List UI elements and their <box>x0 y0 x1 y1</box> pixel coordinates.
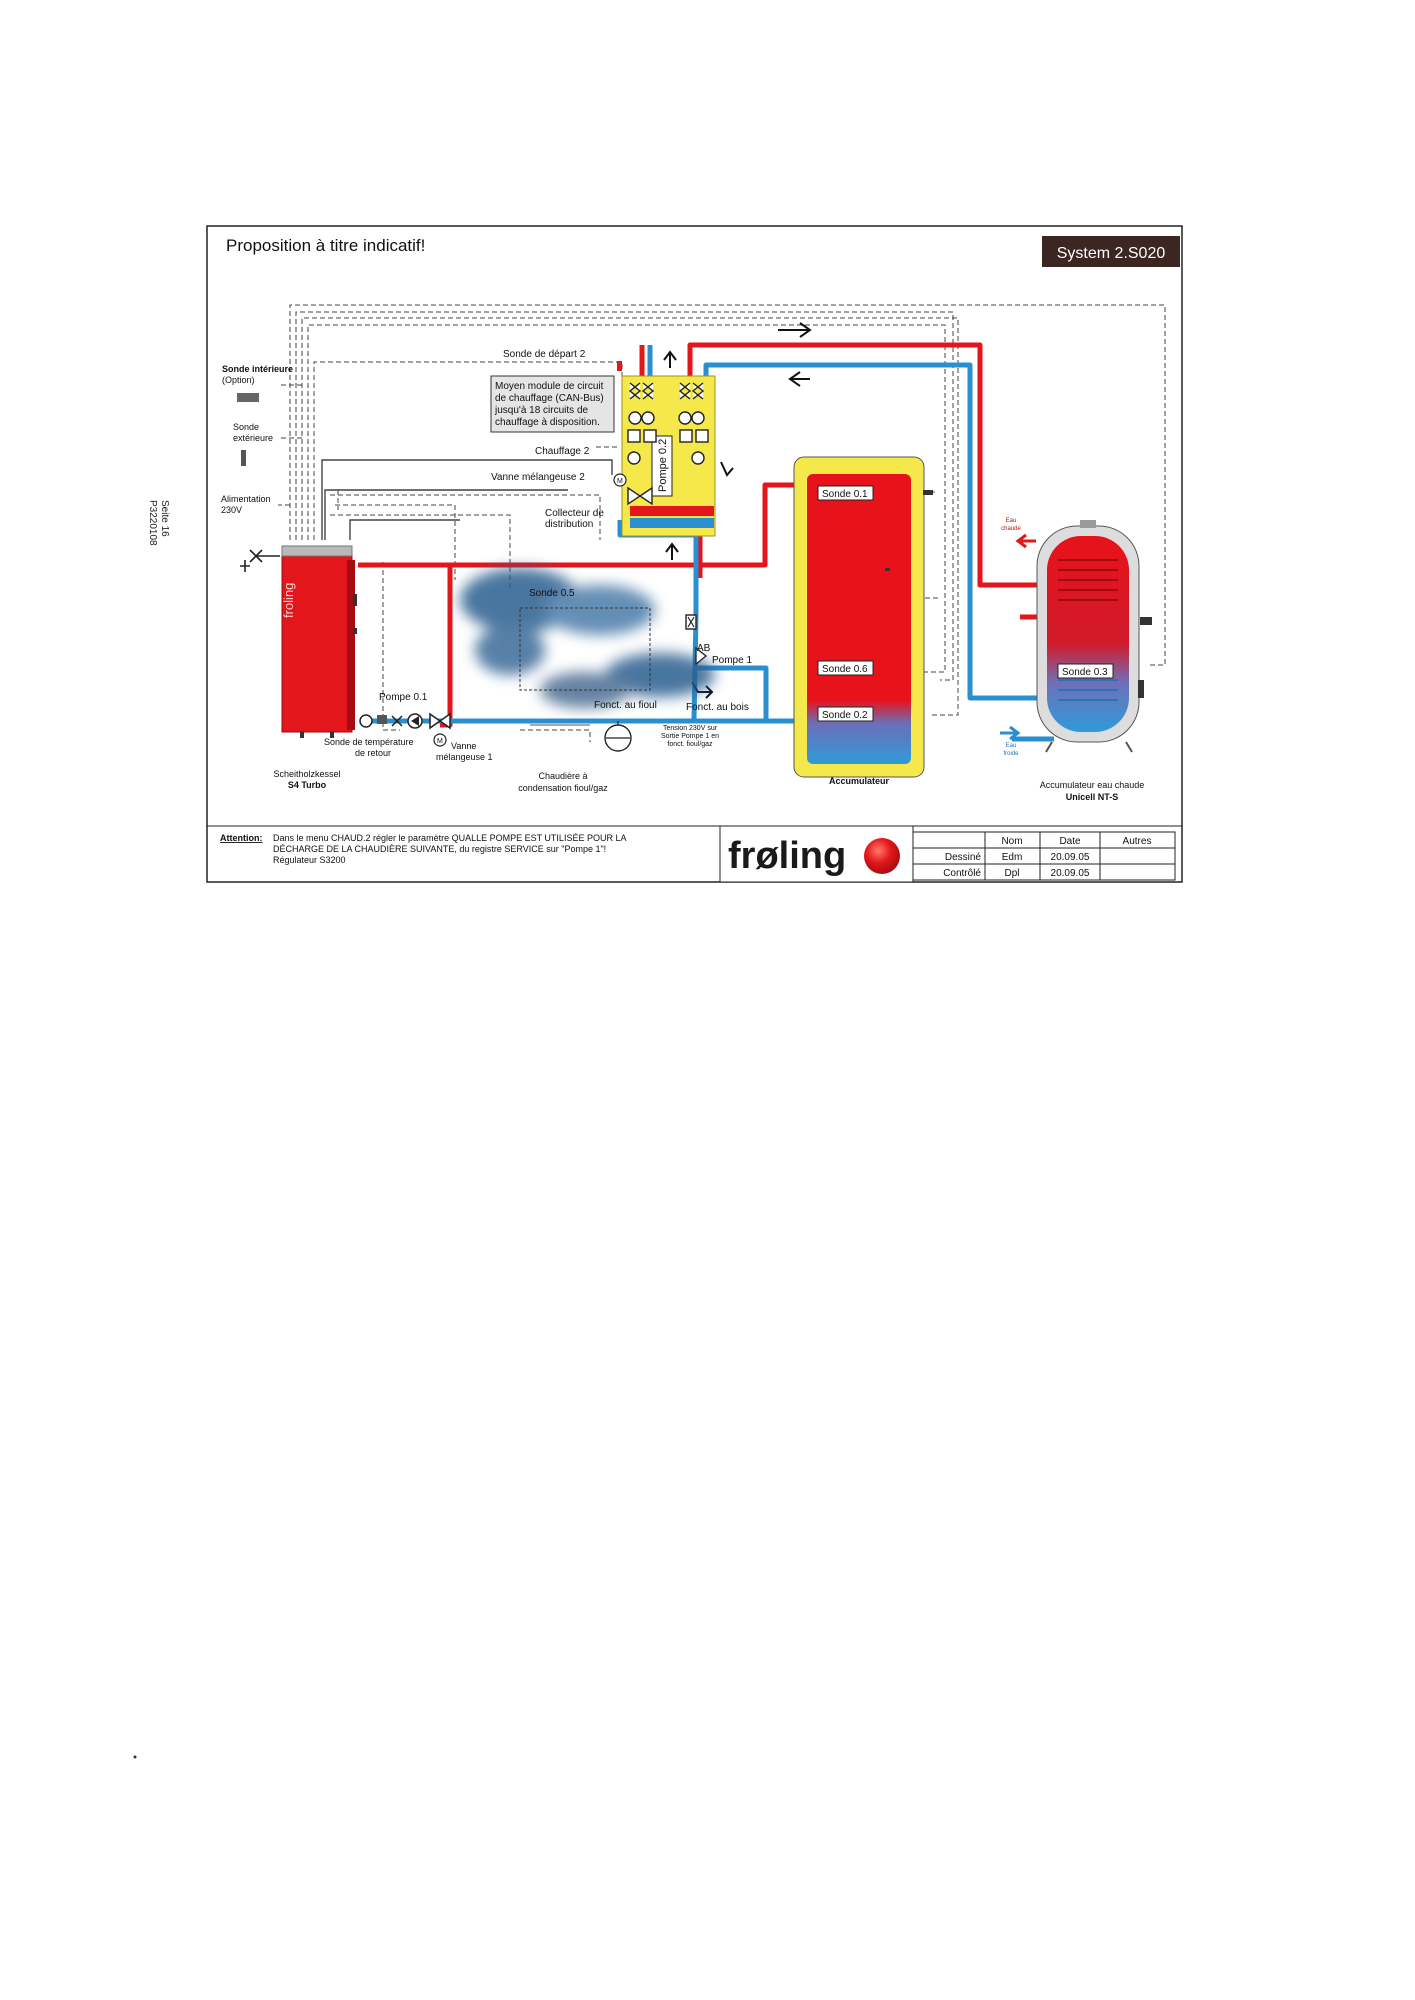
fonct-fioul-label: Fonct. au fioul <box>594 700 657 711</box>
expansion-vessel-icon <box>605 721 631 751</box>
acc-eau-chaude-label-1: Accumulateur eau chaude <box>1040 780 1145 790</box>
ab-label: AB <box>697 643 711 654</box>
acc-eau-chaude-label-2: Unicell NT-S <box>1066 792 1119 802</box>
table-header-autres: Autres <box>1123 836 1152 847</box>
sonde-05-label: Sonde 0.5 <box>529 588 575 599</box>
eau-chaude-label-1: Eau <box>1006 518 1017 524</box>
alimentation-voltage: 230V <box>221 505 242 515</box>
table-row-controle-nom: Dpl <box>1004 868 1019 879</box>
svg-text:M: M <box>437 738 443 745</box>
sonde-interieure-option: (Option) <box>222 375 255 385</box>
sonde-02-label: Sonde 0.2 <box>822 710 868 721</box>
chaudiere-label-2: condensation fioul/gaz <box>518 783 608 793</box>
chauffage-2-label: Chauffage 2 <box>535 446 590 457</box>
vanne-melangeuse-2-label: Vanne mélangeuse 2 <box>491 472 585 483</box>
sonde-depart-2-label: Sonde de départ 2 <box>503 349 586 360</box>
control-wiring <box>278 305 1165 742</box>
table-row-controle-label: Contrôlé <box>943 868 981 879</box>
attention-line-3: Régulateur S3200 <box>273 855 346 865</box>
dhw-tank-unicell <box>1037 520 1152 752</box>
sonde-01-label: Sonde 0.1 <box>822 489 868 500</box>
table-header-nom: Nom <box>1001 836 1022 847</box>
vanne-melangeuse-1-b: mélangeuse 1 <box>436 752 493 762</box>
sonde-06-label: Sonde 0.6 <box>822 664 868 675</box>
scheitholz-label-2: S4 Turbo <box>288 780 327 790</box>
table-row-dessine-date: 20.09.05 <box>1051 852 1090 863</box>
condensing-boiler <box>460 568 715 725</box>
outdoor-sensor-icon <box>241 450 246 466</box>
buffer-tank <box>794 457 933 777</box>
table-row-dessine-label: Dessiné <box>945 852 982 863</box>
attention-label: Attention: <box>220 833 263 843</box>
module-text-3: jusqu'à 18 circuits de <box>494 405 589 416</box>
boiler-s4-turbo: froling <box>281 546 357 738</box>
sonde-depart-2-sensor <box>617 361 622 371</box>
attention-line-2: DÉCHARGE DE LA CHAUDIÈRE SUIVANTE, du re… <box>273 844 606 854</box>
table-row-controle-date: 20.09.05 <box>1051 868 1090 879</box>
indoor-sensor-icon <box>237 393 259 402</box>
eau-froide-label-2: froide <box>1003 751 1019 757</box>
fonct-bois-label: Fonct. au bois <box>686 702 749 713</box>
boiler-brand-label: froling <box>281 583 296 618</box>
module-text-2: de chauffage (CAN-Bus) <box>495 393 604 404</box>
page-title: Proposition à titre indicatif! <box>226 236 425 255</box>
module-text-4: chauffage à disposition. <box>495 417 600 428</box>
tension-text-2: Sortie Pompe 1 en <box>661 733 719 740</box>
attention-line-1: Dans le menu CHAUD.2 régler le paramètre… <box>273 833 626 843</box>
pompe-02-label: Pompe 0.2 <box>657 439 669 492</box>
chaudiere-label-1: Chaudière à <box>538 771 587 781</box>
hot-water-out-arrow <box>1018 535 1036 547</box>
module-text-1: Moyen module de circuit <box>495 381 604 392</box>
froling-logo-ball-icon <box>864 838 900 874</box>
svg-text:M: M <box>617 478 623 485</box>
pompe-01-label: Pompe 0.1 <box>379 692 428 703</box>
scan-dot <box>134 1756 137 1759</box>
eau-froide-label-1: Eau <box>1006 743 1017 749</box>
sonde-temp-retour-2: de retour <box>355 748 391 758</box>
froling-logo-text: frøling <box>728 835 846 877</box>
collecteur-label-1: Collecteur de <box>545 508 604 519</box>
tension-text-1: Tension 230V sur <box>663 725 718 732</box>
sonde-temp-retour-1: Sonde de température <box>324 737 414 747</box>
sonde-interieure-label: Sonde intérieure <box>222 364 293 374</box>
alimentation-label: Alimentation <box>221 494 271 504</box>
sonde-exterieure-label-1: Sonde <box>233 422 259 432</box>
tension-text-3: fonct. fioul/gaz <box>667 741 713 748</box>
table-header-date: Date <box>1059 836 1081 847</box>
sonde-exterieure-label-2: extérieure <box>233 433 273 443</box>
system-badge-label: System 2.S020 <box>1057 245 1166 262</box>
pompe-1-label: Pompe 1 <box>712 655 752 666</box>
eau-chaude-label-2: chaude <box>1001 526 1021 532</box>
sonde-03-label: Sonde 0.3 <box>1062 667 1108 678</box>
safety-valve-icon <box>240 550 280 572</box>
accumulateur-label: Accumulateur <box>829 776 890 786</box>
vanne-melangeuse-1-a: Vanne <box>451 741 476 751</box>
scheitholz-label-1: Scheitholzkessel <box>273 769 340 779</box>
collecteur-label-2: distribution <box>545 519 593 530</box>
heating-circuit-module: Pompe 0.2 M <box>614 376 715 536</box>
table-row-dessine-nom: Edm <box>1002 852 1023 863</box>
